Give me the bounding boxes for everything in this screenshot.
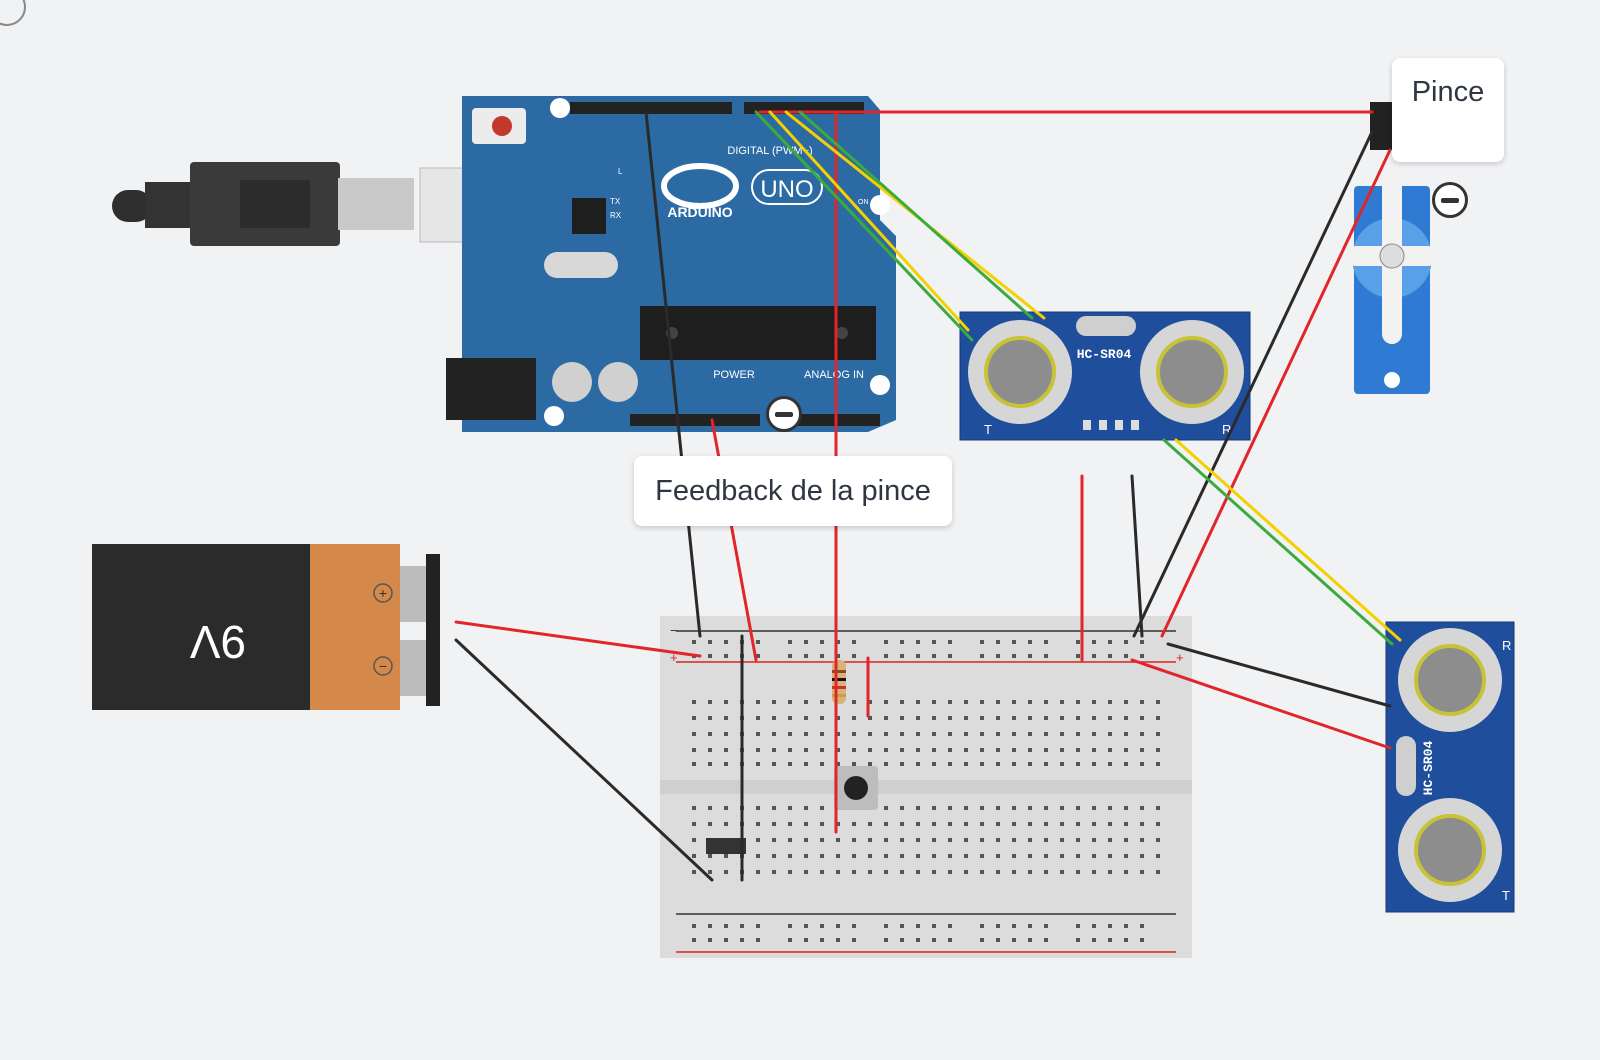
arduino-board[interactable]: ARDUINO UNO DIGITAL (PWM~) POWER ANALOG … <box>446 96 896 432</box>
on-label: ON <box>858 199 869 206</box>
note-pince[interactable]: Pince <box>1392 58 1504 162</box>
arduino-model: UNO <box>760 176 813 203</box>
battery-minus: − <box>379 658 387 674</box>
arduino-brand: ARDUINO <box>667 204 732 220</box>
rail-minus-label: − <box>670 623 678 638</box>
resistor[interactable] <box>832 660 846 704</box>
note-feedback[interactable]: Feedback de la pince <box>634 456 952 526</box>
battery-plus: + <box>379 585 387 601</box>
rx-label: RX <box>610 211 622 220</box>
sensor2-label: HC-SR04 <box>1421 740 1436 795</box>
sensor2-t: T <box>1502 888 1510 903</box>
fit-view-button[interactable] <box>0 0 26 26</box>
power-label: POWER <box>713 369 755 381</box>
reset-button[interactable] <box>492 116 512 136</box>
servo-motor[interactable] <box>1346 102 1438 394</box>
ultrasonic-sensor-2[interactable]: HC-SR04 R T <box>1385 621 1515 913</box>
sensor1-r: R <box>1222 422 1231 437</box>
wires[interactable] <box>454 110 1402 882</box>
ultrasonic-sensor-1[interactable]: HC-SR04 T R <box>959 311 1251 441</box>
remove-note-pince-button[interactable] <box>1432 182 1468 218</box>
sensor2-r: R <box>1502 638 1511 653</box>
l-label: L <box>618 167 623 176</box>
sensor1-t: T <box>984 422 992 437</box>
sensor1-label: HC-SR04 <box>1077 347 1132 362</box>
analog-label: ANALOG IN <box>804 369 864 381</box>
battery-label: 9V <box>190 616 247 668</box>
rail-plus-label-right: + <box>1176 650 1184 665</box>
tx-label: TX <box>610 197 621 206</box>
battery-9v[interactable]: + − 9V <box>92 544 440 710</box>
remove-note-feedback-button[interactable] <box>766 396 802 432</box>
rail-plus-label: + <box>670 650 678 665</box>
slide-switch[interactable] <box>706 838 746 854</box>
breadboard[interactable]: + + − <box>660 616 1192 958</box>
